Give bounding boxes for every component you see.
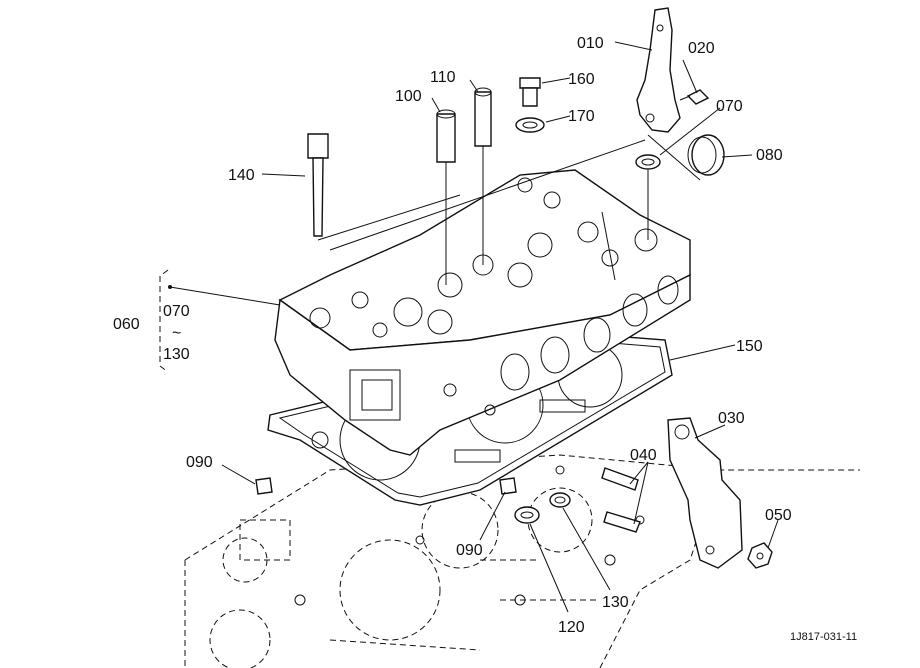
dowel-090-left: [255, 477, 273, 495]
valve-guide-110: [474, 87, 492, 147]
bolt-160: [519, 77, 541, 107]
label-040: 040: [630, 447, 657, 464]
label-050: 050: [765, 507, 792, 524]
label-020: 020: [688, 40, 715, 57]
ring-120: [514, 506, 540, 524]
label-070: 070: [716, 98, 743, 115]
label-140: 140: [228, 167, 255, 184]
label-070-group: 070: [163, 303, 190, 320]
seal-070: [635, 154, 661, 170]
label-090-mid: 090: [456, 542, 483, 559]
dowel-090-mid: [499, 477, 517, 495]
label-090-left: 090: [186, 454, 213, 471]
plug-080: [687, 134, 725, 176]
label-030: 030: [718, 410, 745, 427]
label-170: 170: [568, 108, 595, 125]
valve-guide-100: [436, 109, 456, 163]
bracket-030: [667, 417, 743, 569]
lever-010: [636, 7, 681, 133]
group-bracket-060: [159, 269, 172, 373]
stud-040-upper: [601, 467, 639, 491]
label-130: 130: [602, 594, 629, 611]
nut-050: [747, 542, 773, 569]
label-130-group: 130: [163, 346, 190, 363]
head-bolt-140: [307, 133, 329, 237]
label-060: 060: [113, 316, 140, 333]
label-010: 010: [577, 35, 604, 52]
stud-040-lower: [603, 511, 641, 533]
label-120: 120: [558, 619, 585, 636]
leader-lines: [169, 41, 779, 613]
label-160: 160: [568, 71, 595, 88]
label-110: 110: [430, 69, 456, 86]
cylinder-head: [274, 169, 691, 456]
label-range-tilde: ~: [172, 325, 181, 342]
label-150: 150: [736, 338, 763, 355]
label-080: 080: [756, 147, 783, 164]
label-100: 100: [395, 88, 422, 105]
washer-170: [515, 117, 545, 133]
figure-code: 1J817-031-11: [790, 631, 857, 643]
bolt-020: [679, 89, 710, 105]
ring-130: [549, 492, 571, 508]
